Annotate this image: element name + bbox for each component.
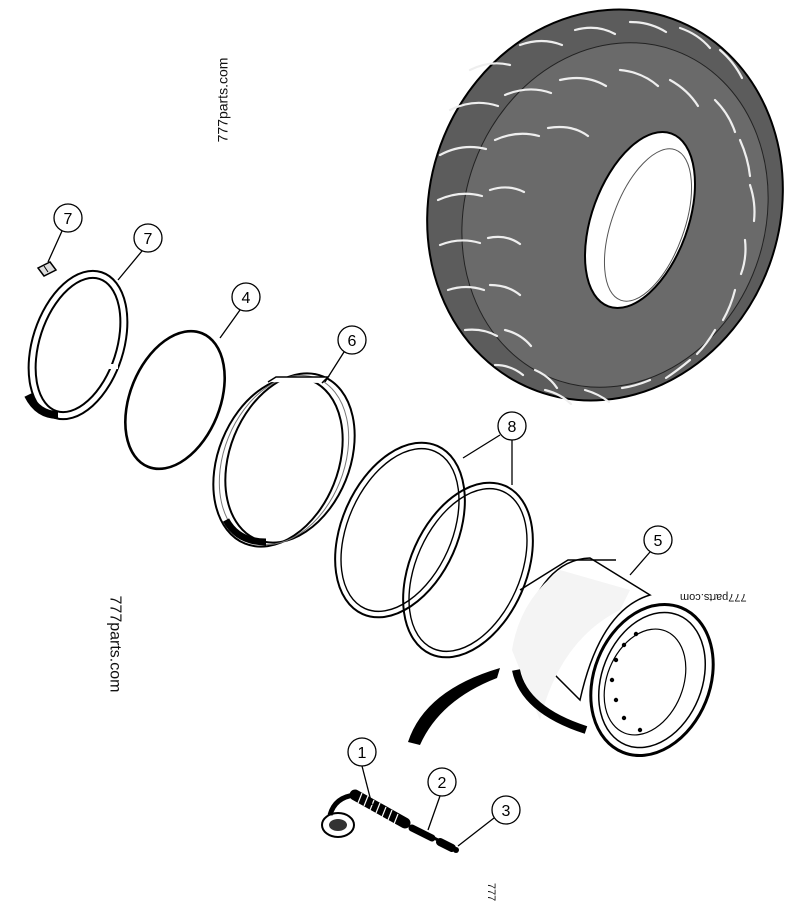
flange-ring-inner: [402, 481, 534, 659]
callout-label: 5: [654, 533, 663, 550]
callout-label: 8: [508, 419, 517, 436]
callout-1-valve-stem: 1: [347, 737, 377, 806]
wheel-rim: [512, 557, 715, 758]
callout-label: 1: [358, 745, 367, 762]
watermark-top: 777parts.com: [214, 57, 231, 143]
callout-label: 7: [144, 231, 153, 248]
o-ring: [124, 329, 226, 471]
callout-8-flanges: 8: [462, 411, 527, 485]
callout-label: 3: [502, 803, 511, 820]
valve-core: [408, 824, 439, 842]
callout-label: 7: [64, 211, 73, 228]
watermark-right: 777parts.com: [680, 591, 747, 603]
callout-label: 6: [348, 333, 357, 350]
watermark-left: 777parts.com: [106, 595, 124, 693]
callout-4-o-ring: 4: [219, 282, 261, 339]
lock-clip: [36, 261, 58, 277]
valve-cap: [436, 838, 459, 853]
callout-label: 4: [242, 290, 251, 307]
callout-3-valve-cap: 3: [457, 795, 521, 847]
lock-ring: [24, 269, 129, 421]
valve-stem: [321, 789, 411, 838]
flange-ring-outer: [334, 441, 466, 619]
callout-2-valve-core: 2: [427, 767, 457, 831]
callout-label: 2: [438, 775, 447, 792]
callout-5-rim: 5: [629, 525, 673, 576]
callout-7-ring: 7: [117, 223, 163, 281]
callout-6-bead-seat: 6: [324, 325, 367, 383]
watermark-bottom: 777: [485, 882, 498, 902]
callout-7-clip: 7: [47, 203, 83, 263]
assembly-arrow: [408, 668, 500, 745]
bead-seat-band: [212, 372, 356, 548]
tire: [426, 8, 784, 406]
